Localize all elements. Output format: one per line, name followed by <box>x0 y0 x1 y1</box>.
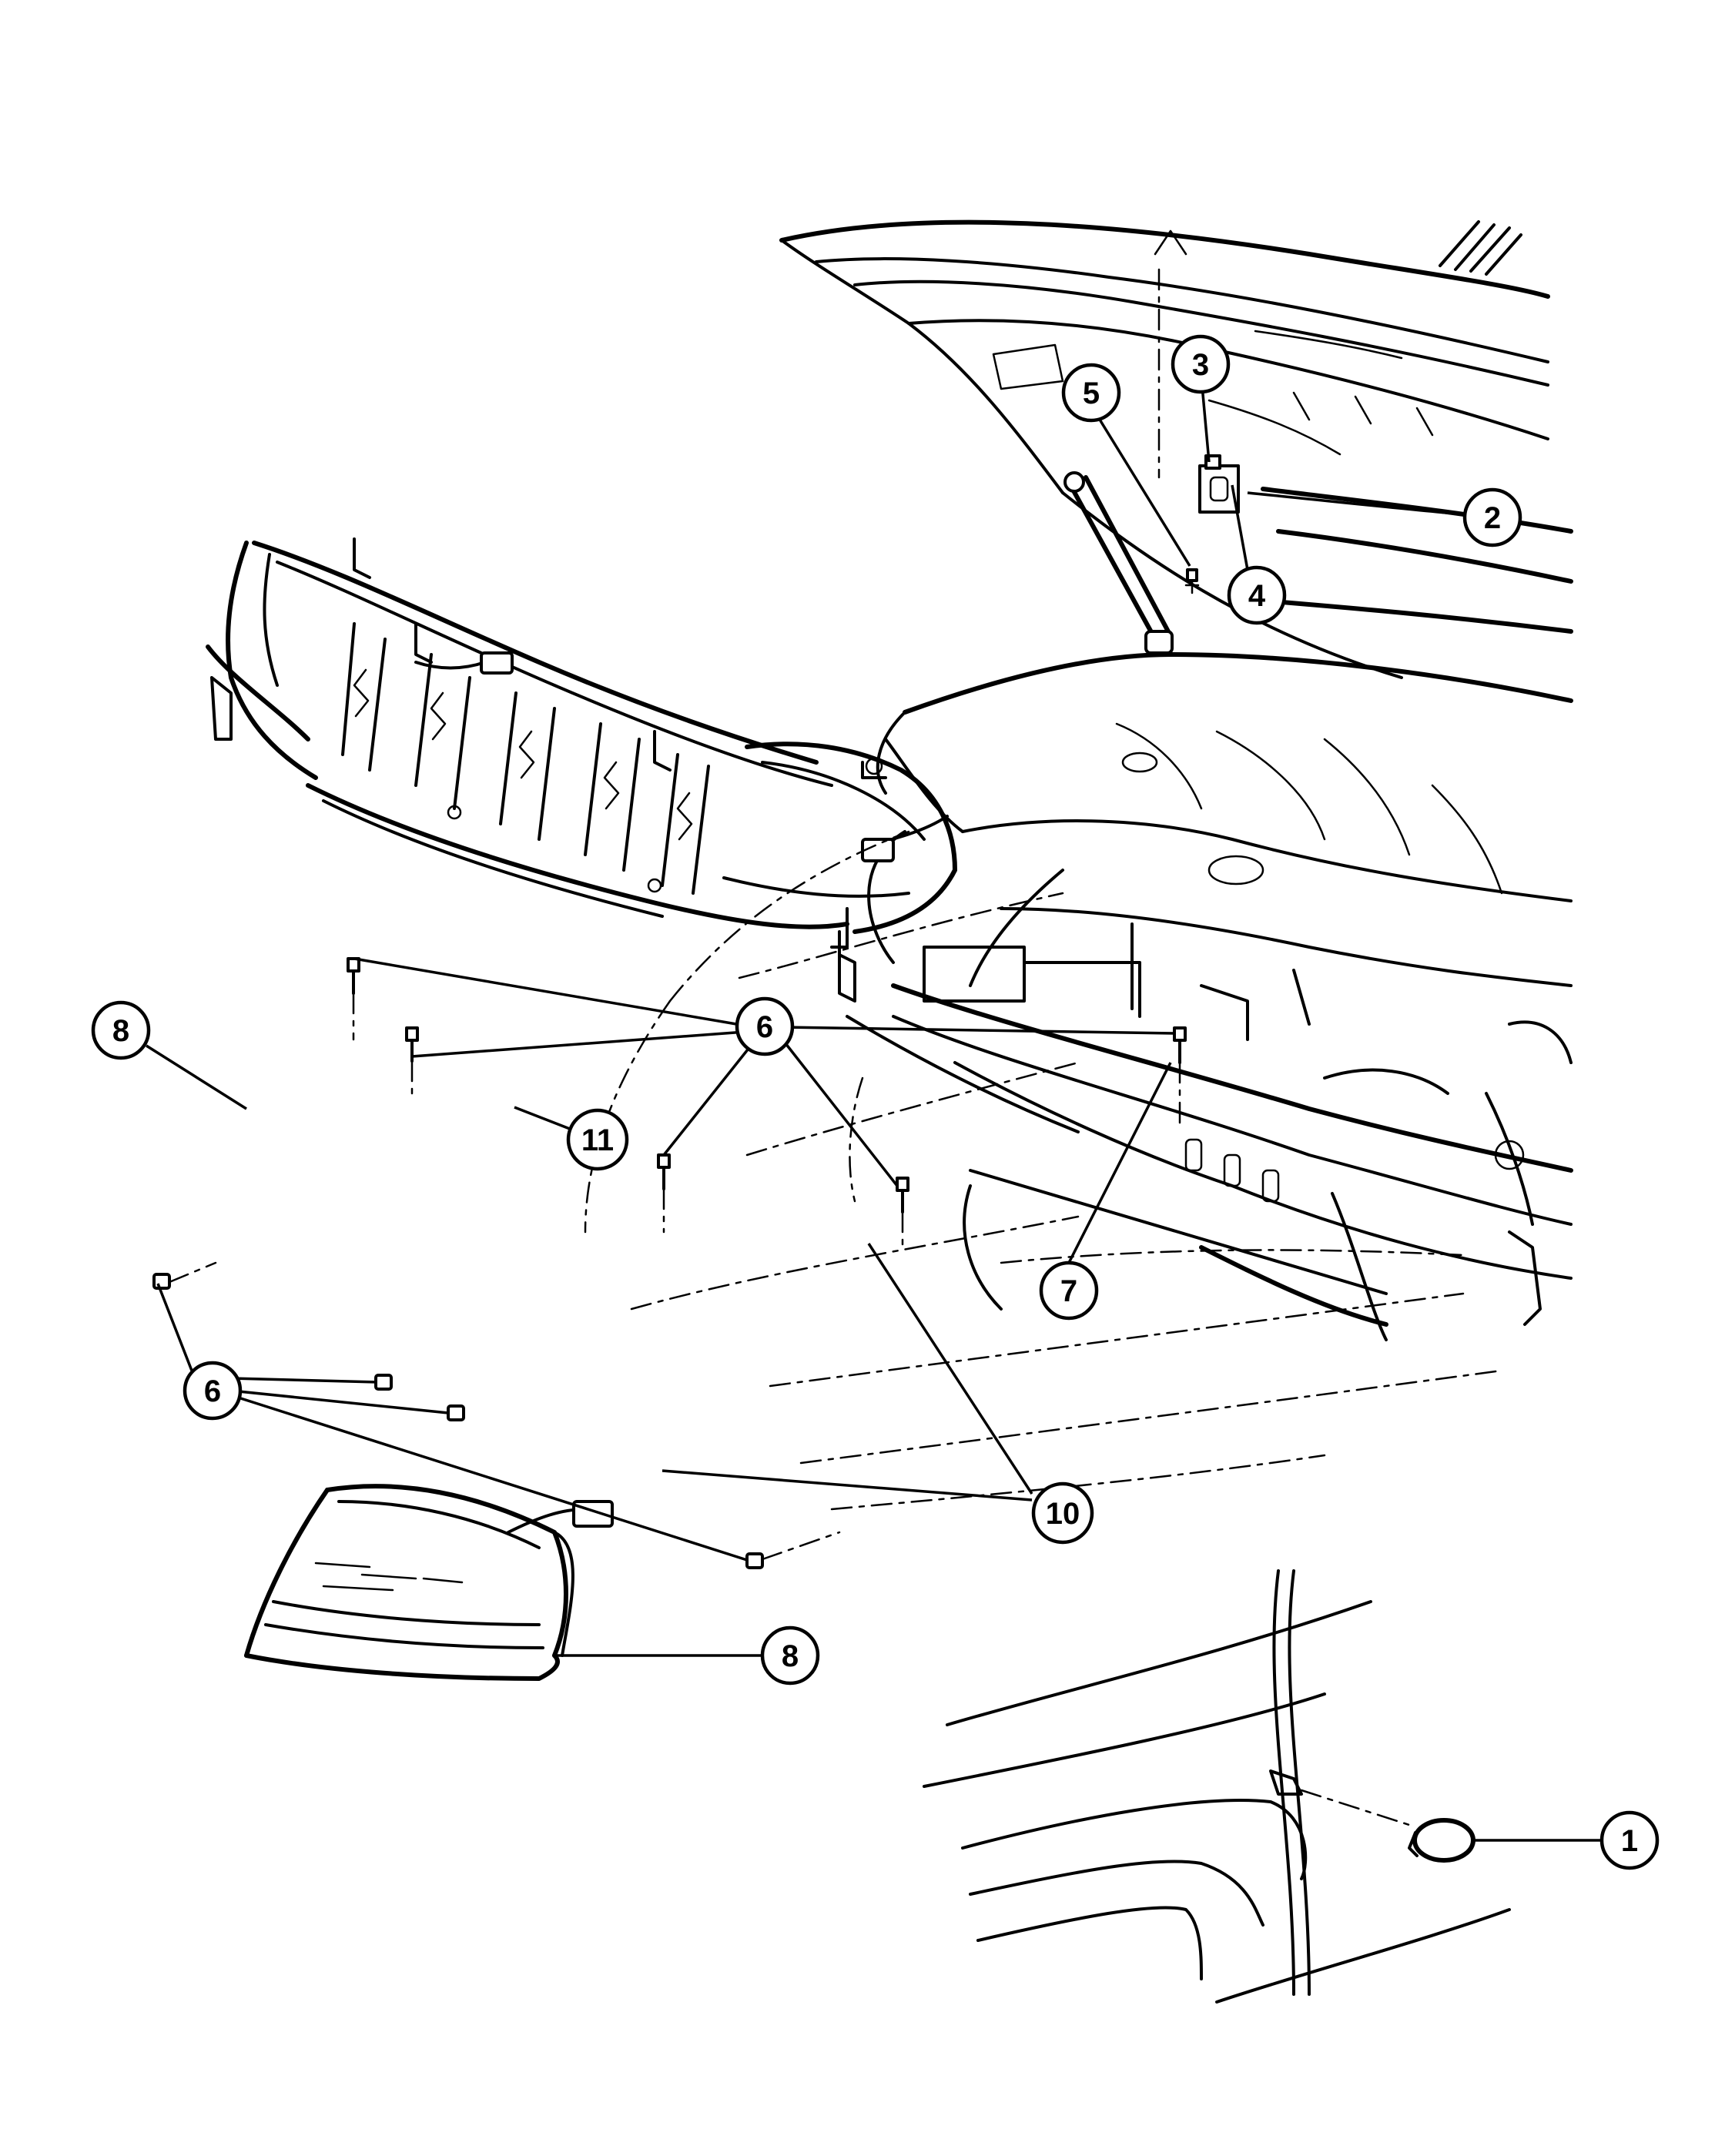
callout-8-upper: 8 <box>91 1000 151 1060</box>
callout-1-label: 1 <box>1621 1824 1638 1858</box>
bolt-icon <box>657 1153 671 1190</box>
fastener-bolts <box>152 957 1187 1569</box>
callout-3: 3 <box>1171 334 1231 394</box>
callout-5: 5 <box>1061 363 1121 423</box>
callout-11-label: 11 <box>581 1123 614 1157</box>
callout-11: 11 <box>566 1108 629 1171</box>
bolt-icon <box>405 1026 419 1063</box>
callout-4-label: 4 <box>1248 579 1266 613</box>
callout-10-label: 10 <box>1046 1497 1080 1531</box>
hood-prop-rod <box>1063 471 1200 654</box>
callout-5-label: 5 <box>1083 377 1100 410</box>
leader-lines <box>146 377 1606 1842</box>
bolt-icon <box>347 957 360 995</box>
callout-10: 10 <box>1031 1481 1094 1545</box>
nut-icon <box>447 1404 465 1421</box>
fender-inset <box>923 1569 1511 2004</box>
callout-7: 7 <box>1039 1260 1099 1321</box>
callout-1: 1 <box>1599 1810 1660 1870</box>
callout-3-label: 3 <box>1192 348 1209 382</box>
headlamp-assembly <box>244 1484 614 1681</box>
bolt-icon <box>896 1177 909 1214</box>
engine-compartment <box>846 652 1573 1341</box>
hood-panel <box>779 219 1573 679</box>
nut-icon <box>374 1374 393 1391</box>
bolt-icon <box>1173 1026 1187 1064</box>
callout-8-lower-label: 8 <box>782 1639 799 1673</box>
callout-7-label: 7 <box>1060 1274 1077 1308</box>
nut-icon <box>745 1552 764 1569</box>
grille-assembly <box>206 537 957 1003</box>
callout-6-lower-label: 6 <box>204 1374 221 1408</box>
callout-6-upper: 6 <box>735 996 795 1056</box>
callout-6-upper-label: 6 <box>756 1010 773 1044</box>
nut-icon <box>152 1273 171 1290</box>
callout-8-lower: 8 <box>760 1625 820 1686</box>
callout-2: 2 <box>1462 487 1522 547</box>
callout-8-upper-label: 8 <box>112 1014 129 1048</box>
callout-2-label: 2 <box>1484 501 1501 535</box>
callout-4: 4 <box>1227 565 1287 625</box>
callout-6-lower: 6 <box>183 1361 243 1421</box>
